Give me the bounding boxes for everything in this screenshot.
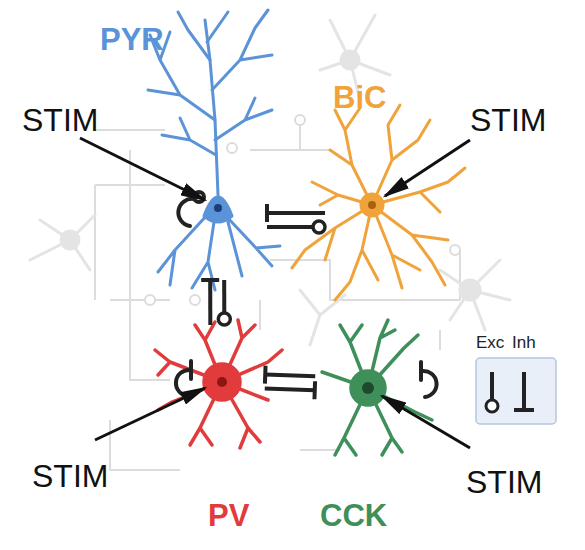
synapse-connector	[201, 280, 219, 325]
synapse-line	[265, 375, 315, 377]
illustration-part	[61, 231, 79, 249]
stim-arrow	[80, 138, 470, 448]
illustration-part	[385, 140, 470, 196]
legend-text: Exc	[476, 334, 504, 351]
stim-label: STIM	[466, 466, 542, 498]
neuron-node: PV	[170, 325, 265, 435]
illustration-part	[351, 371, 385, 405]
illustration-part	[490, 372, 494, 400]
stim-label: STIM	[470, 104, 546, 136]
synapse-connector	[218, 280, 230, 325]
inhibitory-head	[265, 204, 269, 222]
cell-type-label: PYR	[100, 24, 164, 55]
cck-cell	[322, 320, 432, 455]
illustration-part	[80, 138, 205, 200]
illustration-part	[250, 120, 460, 350]
synapse-connector	[267, 204, 325, 222]
legend-text: Inh	[512, 334, 536, 351]
synapse-line	[208, 280, 212, 325]
excitatory-head	[313, 221, 325, 233]
illustration-part	[486, 400, 498, 412]
illustration-part	[95, 388, 205, 440]
illustration-part	[227, 143, 237, 153]
synapse-connector	[265, 381, 315, 399]
excitatory-head	[218, 313, 230, 325]
illustration-part	[362, 382, 374, 394]
illustration-part	[178, 199, 194, 226]
illustration-part	[476, 358, 556, 424]
illustration-part	[205, 20, 218, 195]
illustration-part	[214, 204, 222, 212]
illustration-part	[178, 12, 228, 60]
illustration-part	[368, 201, 376, 209]
illustration-part	[440, 260, 510, 330]
inhibitory-head	[312, 381, 317, 399]
legend-box	[476, 358, 556, 424]
illustration-part	[460, 280, 480, 300]
illustration-part	[217, 377, 227, 387]
illustration-part	[162, 118, 216, 155]
illustration-part	[361, 194, 383, 216]
illustration-part	[372, 205, 448, 285]
neuron-node: PYR	[167, 160, 267, 280]
inhibitory-head	[201, 278, 219, 282]
synapse-connector	[267, 221, 325, 233]
illustration-part	[190, 295, 200, 305]
synapse-line	[267, 211, 325, 215]
illustration-part	[341, 51, 359, 69]
self-loop	[176, 192, 437, 397]
illustration-part	[204, 364, 240, 400]
pv-cell	[155, 320, 282, 448]
faded-neuron	[30, 15, 510, 345]
illustration-part	[372, 205, 420, 288]
synapse-connector	[265, 366, 315, 384]
inhibitory-head	[263, 366, 268, 384]
synapse-line	[267, 225, 313, 229]
synapse-line	[265, 389, 315, 391]
background-circuit	[95, 115, 460, 470]
illustration-part	[30, 215, 95, 270]
illustration-part	[450, 245, 460, 255]
illustration-part	[330, 108, 372, 205]
illustration-part	[514, 372, 534, 410]
illustration-part	[95, 130, 170, 380]
illustration-part	[419, 362, 423, 380]
cell-type-label: PV	[208, 500, 249, 531]
synapse-line	[222, 280, 226, 313]
cell-type-label: BiC	[333, 82, 386, 113]
illustration-part	[145, 295, 155, 305]
illustration-part	[295, 115, 305, 125]
basket-cell	[292, 105, 465, 300]
illustration-part	[382, 396, 470, 448]
illustration-part	[176, 370, 190, 396]
illustration-part	[204, 197, 232, 222]
illustration-part	[189, 361, 193, 379]
stim-label: STIM	[32, 460, 108, 492]
illustration-part	[215, 98, 272, 140]
cell-type-label: CCK	[320, 500, 387, 531]
illustration-part	[422, 371, 437, 397]
illustration-part	[335, 205, 378, 300]
neuron-node: CCK	[315, 335, 415, 435]
stim-label: STIM	[22, 104, 98, 136]
illustration-part	[110, 300, 340, 470]
pyramidal-neuron	[148, 10, 280, 290]
neuron-node: BiC	[325, 170, 420, 270]
